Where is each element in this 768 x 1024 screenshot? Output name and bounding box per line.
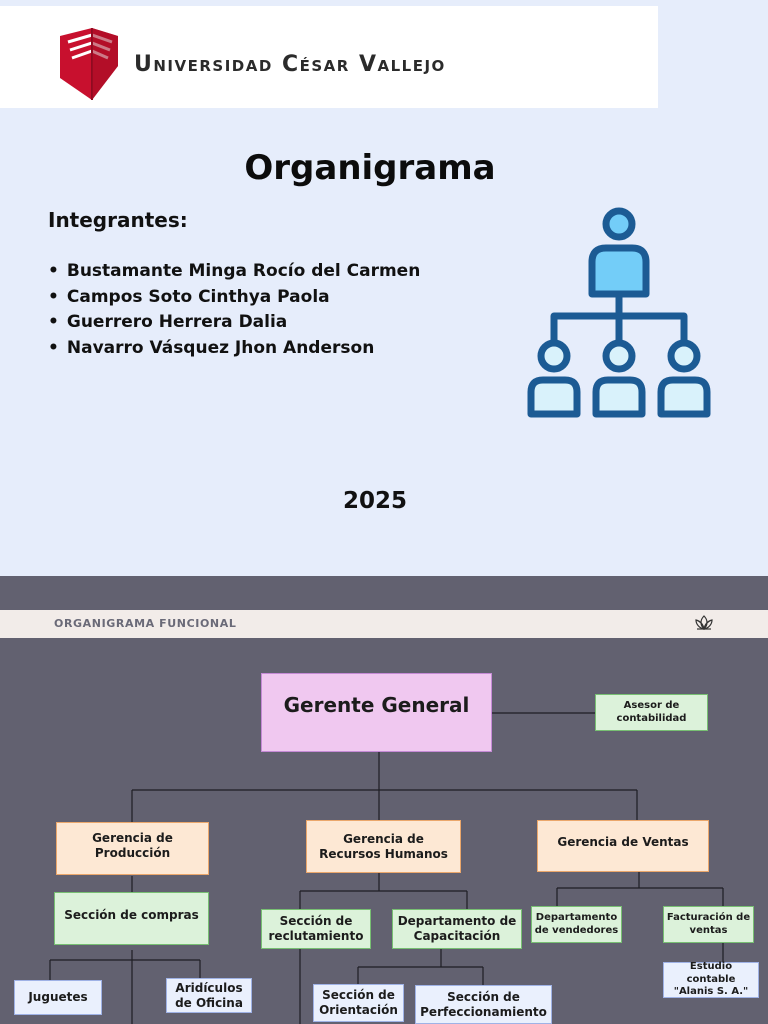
members-heading: Integrantes:	[48, 208, 188, 232]
node-estudio-contable: Estudio contable "Alanis S. A."	[663, 961, 759, 998]
node-gerencia-ventas: Gerencia de Ventas	[537, 820, 709, 872]
node-seccion-orientacion: Sección de Orientación	[313, 984, 404, 1022]
university-name: Universidad César Vallejo	[134, 52, 446, 77]
connector-lines	[49, 712, 724, 1024]
org-chart-section: ORGANIGRAMA FUNCIONAL	[0, 576, 768, 1024]
section-label: ORGANIGRAMA FUNCIONAL	[54, 617, 237, 630]
node-facturacion-ventas: Facturación de ventas	[663, 906, 754, 943]
cover-section: Universidad César Vallejo Organigrama In…	[0, 0, 768, 576]
members-list: Bustamante Minga Rocío del Carmen Campos…	[48, 259, 420, 361]
node-seccion-perfeccionamiento: Sección de Perfeccionamiento	[415, 985, 552, 1024]
member-item: Navarro Vásquez Jhon Anderson	[48, 336, 420, 362]
node-departamento-capacitacion: Departamento de Capacitación	[392, 909, 522, 949]
section-header-bar: ORGANIGRAMA FUNCIONAL	[0, 610, 768, 638]
year: 2025	[342, 488, 407, 514]
node-departamento-vendedores: Departamento de vendedores	[531, 906, 622, 943]
page-title: Organigrama	[244, 148, 496, 188]
ucv-shield-icon	[60, 28, 118, 100]
node-seccion-reclutamiento: Sección de reclutamiento	[261, 909, 371, 949]
node-seccion-compras: Sección de compras	[54, 892, 209, 945]
member-item: Guerrero Herrera Dalia	[48, 310, 420, 336]
node-gerencia-produccion: Gerencia de Producción	[56, 822, 209, 875]
node-asesor-contabilidad: Asesor de contabilidad	[595, 694, 708, 731]
node-gerente-general: Gerente General	[261, 673, 492, 752]
member-item: Bustamante Minga Rocío del Carmen	[48, 259, 420, 285]
node-aridiculos-oficina: Aridículos de Oficina	[166, 978, 252, 1013]
logo-bar: Universidad César Vallejo	[0, 6, 658, 108]
member-item: Campos Soto Cinthya Paola	[48, 285, 420, 311]
org-chart-icon	[527, 207, 711, 418]
node-gerencia-rrhh: Gerencia de Recursos Humanos	[306, 820, 461, 873]
node-juguetes: Juguetes	[14, 980, 102, 1015]
lotus-icon	[695, 615, 713, 630]
